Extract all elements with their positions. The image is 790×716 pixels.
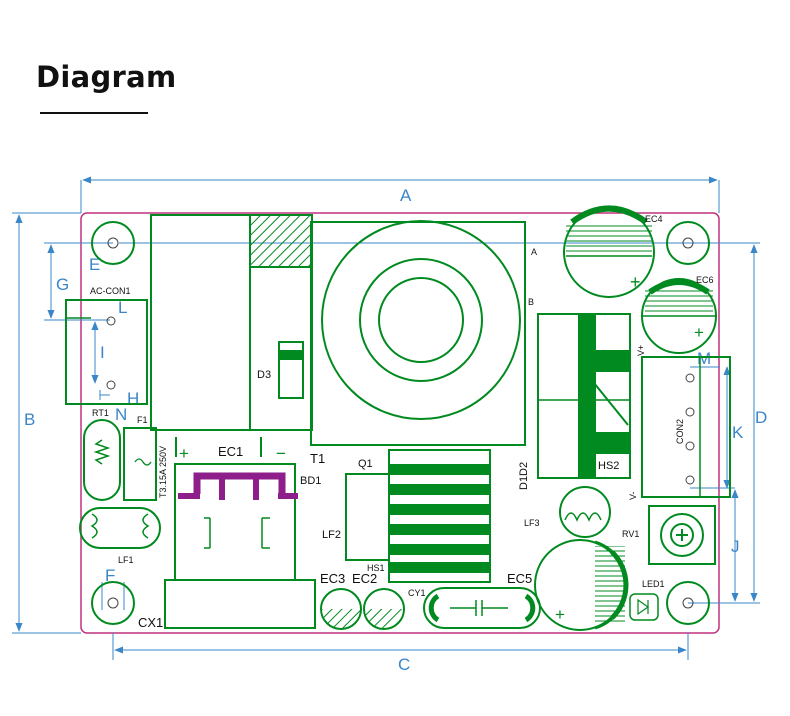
rv1-label: RV1 — [622, 529, 639, 539]
ec3-label: EC3 — [320, 571, 345, 586]
con2-label: CON2 — [675, 419, 685, 444]
transistor-q1: Q1 — [345, 458, 390, 561]
ec1-minus: − — [276, 444, 286, 463]
svg-text:+: + — [694, 323, 704, 342]
transformer-t1 — [310, 220, 526, 446]
bridge-rectifier-bd1: BD1 LF2 — [174, 463, 341, 581]
dim-label-a: A — [400, 186, 412, 205]
output-connector-con2: CON2 — [641, 356, 731, 498]
ec6-label: EC6 — [696, 275, 714, 285]
dim-label-i: I — [100, 343, 105, 362]
lf3-label: LF3 — [524, 518, 540, 528]
q1-label: Q1 — [358, 458, 373, 470]
dim-label-l: L — [118, 298, 127, 317]
heatsink-hs1: HS1 — [367, 449, 491, 583]
dim-label-k: K — [732, 423, 744, 442]
dim-label-h: H — [127, 389, 139, 408]
bd1-label: BD1 — [300, 475, 321, 487]
capacitor-ec3: EC3 — [320, 571, 362, 630]
d1d2-label: D1D2 — [518, 462, 530, 490]
inductor-lf3: LF3 — [524, 486, 611, 538]
rt1-label: RT1 — [92, 408, 109, 418]
capacitor-ec4: + EC4 — [563, 205, 663, 298]
potentiometer-rv1: RV1 — [622, 505, 716, 565]
dim-label-n: N — [115, 405, 127, 424]
cx1-label: CX1 — [138, 615, 163, 630]
capacitor-cy1: CY1 — [408, 587, 541, 629]
page-title: Diagram — [36, 60, 177, 94]
capacitor-ec1: + − EC1 — [175, 437, 286, 463]
dim-label-d: D — [755, 408, 767, 427]
lf2-label: LF2 — [322, 529, 341, 541]
cy1-label: CY1 — [408, 588, 426, 598]
ec2-label: EC2 — [352, 571, 377, 586]
ec5-label: EC5 — [507, 571, 532, 586]
capacitor-ec2: EC2 — [352, 571, 405, 630]
dimension-lines — [12, 176, 760, 660]
capacitor-cx1: CX1 — [138, 579, 316, 630]
dim-label-m: M — [697, 349, 711, 368]
dim-label-f: F — [105, 566, 115, 585]
svg-text:+: + — [555, 605, 565, 624]
ac-con1-label: AC-CON1 — [90, 286, 131, 296]
t1-pin-b-label: B — [528, 297, 534, 307]
inductor-lf1: LF1 — [79, 507, 161, 565]
mounting-holes — [91, 221, 710, 625]
diode-d3: D3 — [257, 341, 304, 399]
hs1-label: HS1 — [367, 563, 385, 573]
dim-label-g: G — [56, 275, 69, 294]
fuse-rating-label: T3.15A 250V — [158, 446, 168, 498]
t1-pin-a-label: A — [531, 247, 537, 257]
led-led1: LED1 — [629, 579, 665, 621]
lf1-label: LF1 — [118, 555, 134, 565]
capacitor-ec5: + EC5 — [507, 539, 629, 631]
v-minus-label: V- — [628, 491, 638, 500]
d3-label: D3 — [257, 369, 271, 381]
dim-label-e: E — [89, 255, 100, 274]
hs2-label: HS2 — [598, 460, 619, 472]
fuse-f1: F1 T3.15A 250V — [123, 415, 168, 501]
dim-label-b: B — [24, 410, 35, 429]
thermistor-rt1: RT1 — [83, 408, 121, 501]
ec1-plus: + — [179, 444, 189, 463]
ec1-label: EC1 — [218, 444, 243, 459]
led1-label: LED1 — [642, 579, 665, 589]
dim-label-j: J — [731, 537, 740, 556]
dim-label-c: C — [398, 655, 410, 674]
v-plus-label: V+ — [636, 345, 646, 356]
svg-text:+: + — [630, 272, 641, 292]
title-underline — [40, 112, 148, 114]
ec4-label: EC4 — [645, 214, 663, 224]
heatsink-hs2: HS2 D1D2 — [518, 313, 631, 490]
board-outline — [80, 212, 720, 634]
ac-connector: AC-CON1 — [65, 286, 148, 405]
f1-label: F1 — [137, 415, 148, 425]
transformer-block — [150, 214, 313, 431]
t1-label: T1 — [310, 451, 325, 466]
capacitor-ec6: + EC6 — [641, 275, 717, 354]
